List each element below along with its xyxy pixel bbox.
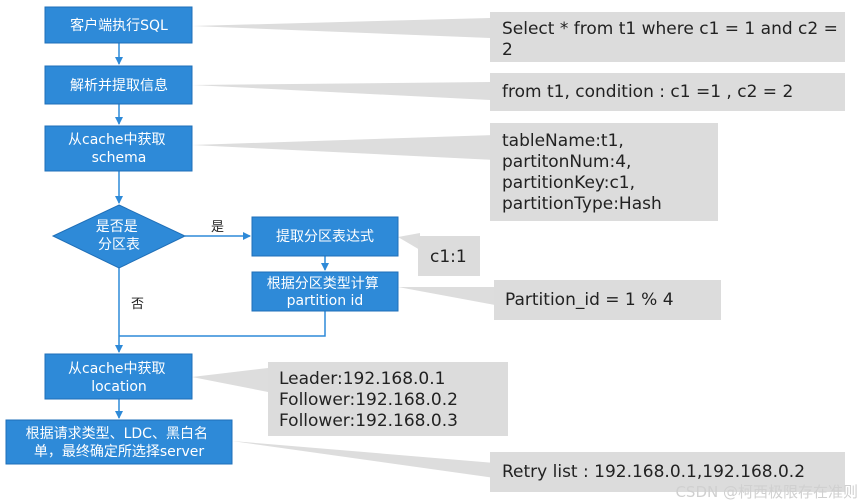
note-parsed-line-1: from t1, condition : c1 =1 , c2 = 2 (502, 82, 793, 102)
note-location-line-1: Leader:192.168.0.1 (279, 369, 445, 389)
node-get-location-line-2: location (91, 379, 147, 395)
note-expr-line-1: c1:1 (430, 247, 467, 267)
node-parse-extract: 解析并提取信息 (44, 65, 193, 105)
note-pid-box (494, 280, 721, 320)
connector-location (192, 368, 268, 392)
node-get-schema: 从cache中获取 schema (44, 125, 193, 172)
note-sql-line-1: Select * from t1 where c1 = 1 and c2 = (502, 19, 838, 39)
node-choose-server-text: 根据请求类型、LDC、黑白名 单，最终确定所选择server (26, 426, 213, 460)
node-extract-partition-expr-line-1: 提取分区表达式 (276, 229, 374, 245)
note-retry-box (490, 452, 845, 492)
note-schema-line-1: tableName:t1, (502, 131, 624, 151)
node-is-partitioned-text: 是否是 分区表 (96, 219, 142, 253)
note-pid-text: Partition_id = 1 % 4 (505, 290, 674, 310)
note-retry-text: Retry list : 192.168.0.1,192.168.0.2 (502, 462, 805, 482)
node-extract-partition-expr-text: 提取分区表达式 (276, 229, 374, 245)
note-sql-box (490, 12, 845, 62)
node-choose-server-line-2: 单，最终确定所选择server (34, 444, 205, 460)
node-parse-extract-box (44, 65, 193, 105)
note-schema-line-3: partitionKey:c1, (502, 173, 635, 193)
note-location-line-2: Follower:192.168.0.2 (279, 390, 458, 410)
node-get-location-box (44, 353, 193, 400)
node-execute-sql-box (44, 6, 193, 44)
connector-retry (232, 441, 495, 478)
node-compute-partition-line-2: partition id (287, 293, 364, 309)
node-is-partitioned-diamond (51, 204, 187, 269)
note-expr-text: c1:1 (430, 247, 467, 267)
note-location-text: Leader:192.168.0.1 Follower:192.168.0.2 … (279, 369, 463, 431)
note-location-line-3: Follower:192.168.0.3 (279, 411, 458, 431)
node-parse-extract-text: 解析并提取信息 (70, 77, 168, 94)
note-parsed-text: from t1, condition : c1 =1 , c2 = 2 (502, 82, 793, 102)
note-parsed-box (490, 73, 845, 111)
node-get-schema-text: 从cache中获取 schema (68, 132, 170, 166)
note-sql-text: Select * from t1 where c1 = 1 and c2 = 2 (502, 19, 843, 60)
edges (115, 43, 329, 419)
connector-sql (192, 18, 490, 38)
note-retry-line-1: Retry list : 192.168.0.1,192.168.0.2 (502, 462, 805, 482)
connector-schema (192, 135, 495, 160)
node-execute-sql: 客户端执行SQL (44, 6, 193, 44)
node-get-schema-box (44, 125, 193, 172)
node-get-schema-line-1: 从cache中获取 (68, 132, 165, 148)
watermark-text: CSDN @柯西极限存在准则 (675, 483, 858, 501)
node-choose-server: 根据请求类型、LDC、黑白名 单，最终确定所选择server (5, 419, 233, 465)
node-choose-server-box (5, 419, 233, 465)
node-extract-partition-expr-box (251, 216, 399, 257)
note-schema-line-4: partitionType:Hash (502, 194, 662, 214)
notes: Select * from t1 where c1 = 1 and c2 = 2… (268, 12, 845, 492)
connector-parse (192, 82, 490, 100)
node-execute-sql-text: 客户端执行SQL (70, 17, 168, 34)
note-sql-line-2: 2 (502, 40, 513, 60)
node-is-partitioned: 是否是 分区表 (51, 204, 187, 269)
nodes: 客户端执行SQL 解析并提取信息 从cache中获取 schema 是否是 分区… (5, 6, 399, 465)
node-parse-extract-line-1: 解析并提取信息 (70, 77, 168, 94)
node-is-partitioned-line-1: 是否是 (96, 219, 138, 235)
note-location-box (268, 362, 508, 436)
node-compute-partition: 根据分区类型计算 partition id (251, 271, 399, 312)
node-choose-server-line-1: 根据请求类型、LDC、黑白名 (26, 426, 208, 442)
note-schema-line-2: partitonNum:4, (502, 152, 631, 172)
callout-connectors (192, 18, 495, 478)
note-pid-line-1: Partition_id = 1 % 4 (505, 290, 674, 310)
connector-expr (398, 233, 420, 250)
edge-compute-to-location (119, 311, 326, 337)
node-is-partitioned-line-2: 分区表 (98, 237, 140, 253)
edge-label-yes: 是 (211, 220, 224, 235)
node-get-location-line-1: 从cache中获取 (68, 361, 165, 377)
node-extract-partition-expr: 提取分区表达式 (251, 216, 399, 257)
node-get-location-text: 从cache中获取 location (68, 361, 170, 395)
note-schema-text: tableName:t1, partitonNum:4, partitionKe… (502, 131, 662, 214)
node-compute-partition-box (251, 271, 399, 312)
connector-pid (398, 287, 495, 305)
node-execute-sql-line-1: 客户端执行SQL (70, 17, 168, 34)
node-compute-partition-line-1: 根据分区类型计算 (267, 276, 379, 292)
node-get-schema-line-2: schema (92, 150, 147, 166)
note-expr-box (418, 236, 480, 276)
node-compute-partition-text: 根据分区类型计算 partition id (267, 276, 383, 309)
note-schema-box (490, 123, 718, 221)
edge-label-no: 否 (131, 297, 144, 312)
node-get-location: 从cache中获取 location (44, 353, 193, 400)
